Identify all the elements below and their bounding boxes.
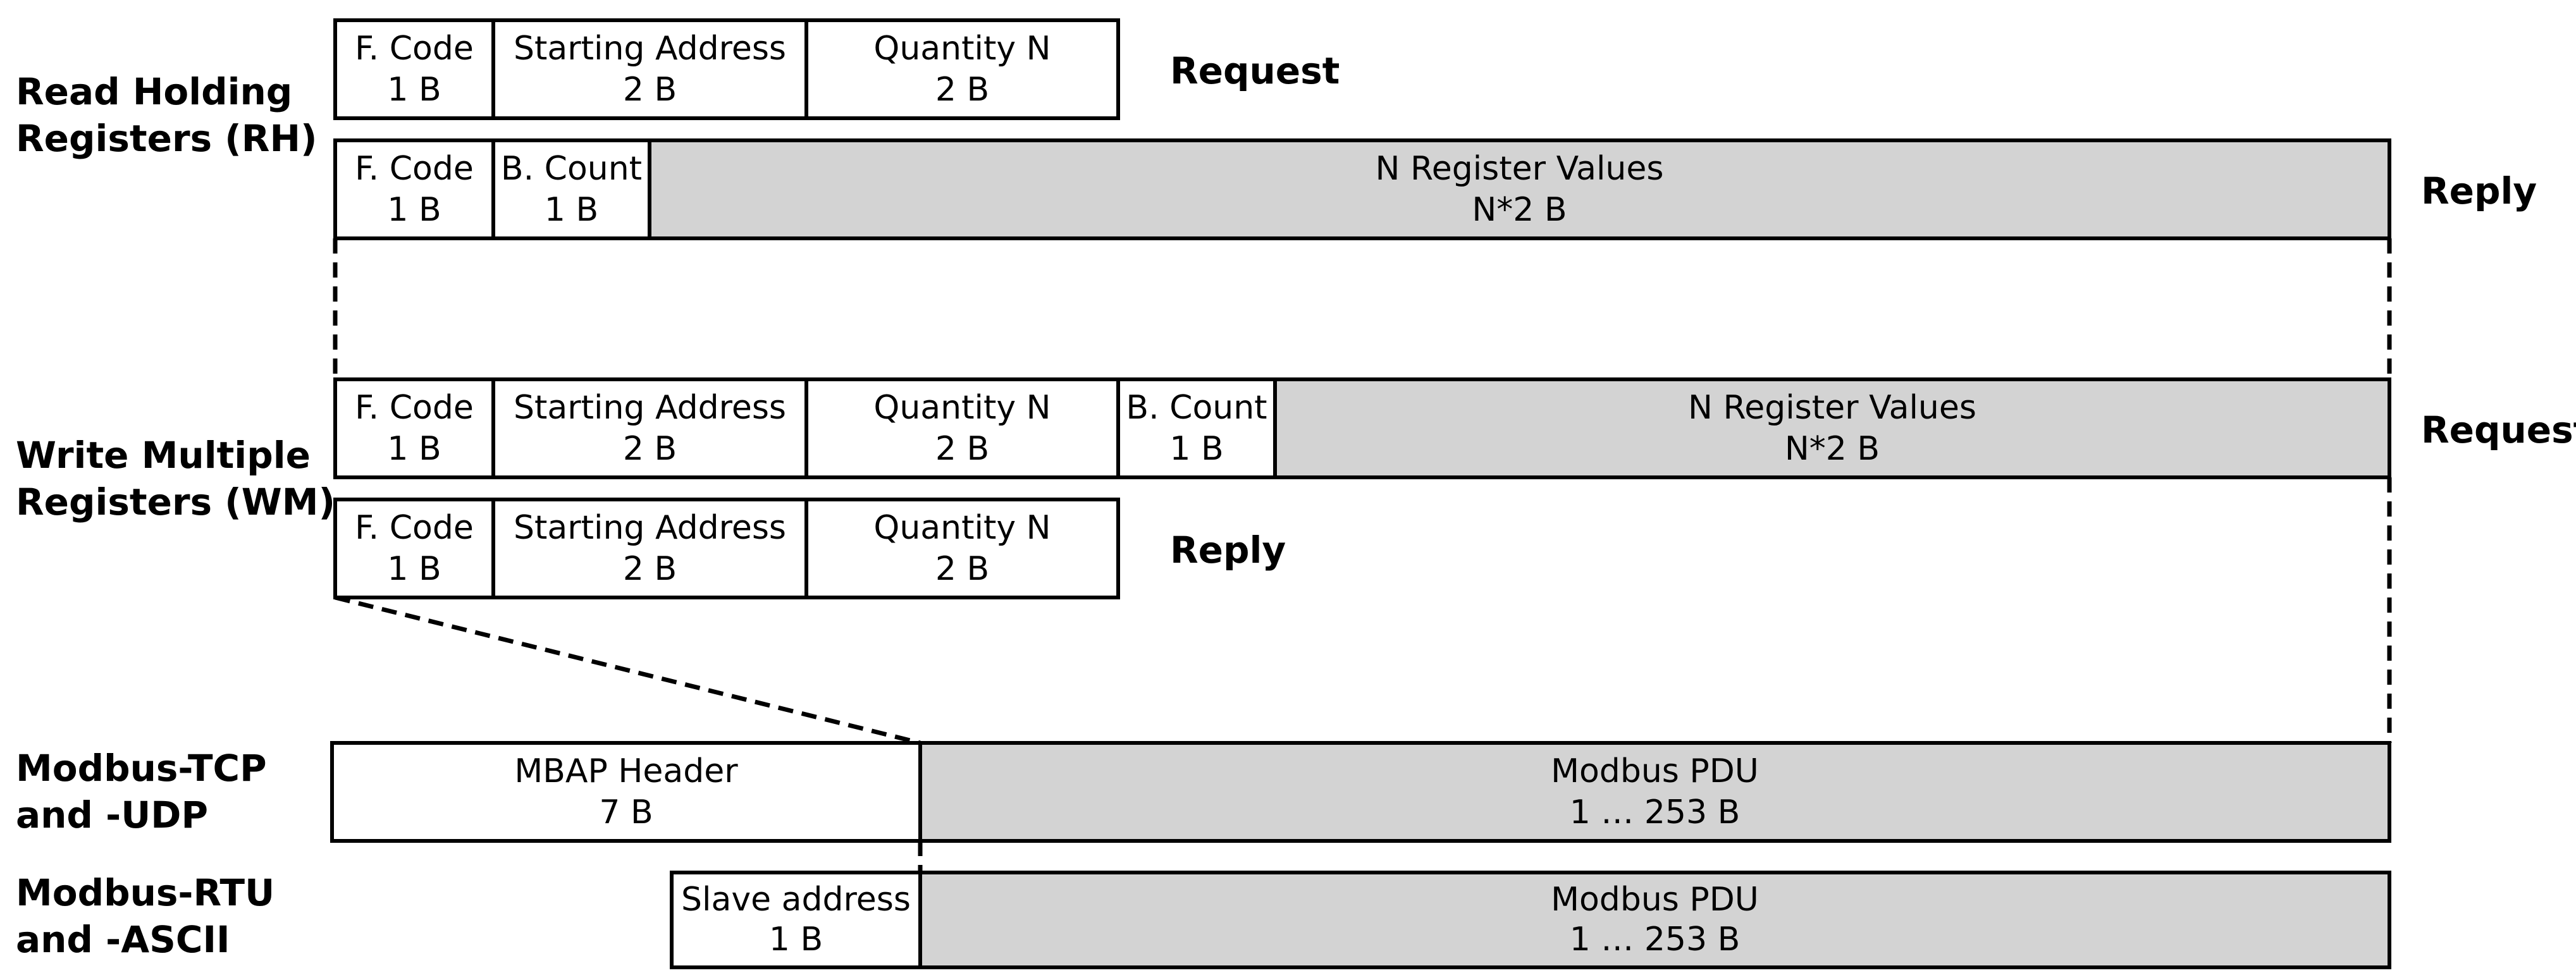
frame-cell-size: 2 B [623, 430, 677, 468]
frame-cell-box [491, 18, 808, 120]
frame-cell-size: 7 B [599, 793, 653, 831]
frame-cell-box [330, 741, 922, 843]
frame-cell-size: 2 B [623, 71, 677, 109]
frame-cell-quantity-n: Quantity N2 B [804, 498, 1120, 599]
connector-pdu-left [335, 595, 921, 745]
frame-cell-size: N*2 B [1785, 430, 1880, 468]
frame-cell-name: Quantity N [873, 30, 1051, 68]
row-label-rh: Read Holding Registers (RH) [16, 70, 317, 160]
frame-cell-size: 1 … 253 B [1570, 921, 1741, 959]
frame-cell-box [804, 498, 1120, 599]
frame-cell-size: 1 B [1169, 430, 1223, 468]
frame-cell-box [491, 377, 808, 479]
row-label-wm-line1: Write Multiple [16, 434, 311, 477]
frame-cell-box [333, 498, 495, 599]
frame-cell-box [918, 741, 2391, 843]
frame-cell-name: Starting Address [514, 30, 786, 68]
side-label-rh-request: Request [1170, 49, 1340, 92]
frame-cell-name: N Register Values [1376, 150, 1664, 188]
frame-cell-name: MBAP Header [514, 752, 738, 790]
frame-cell-size: 2 B [935, 550, 989, 588]
frame-cell-size: 1 B [387, 550, 441, 588]
frame-cell-name: F. Code [355, 30, 474, 68]
frame-cell-quantity-n: Quantity N2 B [804, 377, 1120, 479]
frame-cell-size: 1 B [769, 921, 823, 959]
frame-cell-name: Modbus PDU [1551, 752, 1759, 790]
frame-cell-box [918, 871, 2391, 969]
side-label-wm-request: Request [2421, 408, 2576, 451]
frame-cell-name: Quantity N [873, 389, 1051, 427]
row-label-rtu-line2: and -ASCII [16, 918, 230, 961]
frame-cell-name: F. Code [355, 509, 474, 547]
frame-cell-box [648, 138, 2391, 240]
frame-cell-name: B. Count [501, 150, 642, 188]
row-label-wm-line2: Registers (WM) [16, 481, 335, 524]
frame-cell-name: N Register Values [1688, 389, 1976, 427]
frame-cell-box [804, 377, 1120, 479]
side-label-wm-reply: Reply [1170, 529, 1286, 572]
frame-cell-box [1273, 377, 2391, 479]
frame-cell-box [1116, 377, 1277, 479]
frame-cell-box [333, 138, 495, 240]
frame-cell-size: 2 B [935, 71, 989, 109]
row-label-rh-line2: Registers (RH) [16, 117, 317, 160]
frame-cell-size: 1 … 253 B [1570, 793, 1741, 831]
frame-cell-box [333, 377, 495, 479]
frame-cell-box [804, 18, 1120, 120]
frame-cell-size: 1 B [387, 430, 441, 468]
row-label-tcp-line2: and -UDP [16, 793, 208, 836]
row-label-tcp-line1: Modbus-TCP [16, 747, 267, 790]
side-label-rh-reply: Reply [2421, 169, 2537, 212]
frame-cell-quantity-n: Quantity N2 B [804, 18, 1120, 120]
row-label-rh-line1: Read Holding [16, 70, 292, 113]
frame-cell-size: N*2 B [1472, 191, 1567, 229]
frame-cell-size: 2 B [623, 550, 677, 588]
row-label-tcp: Modbus-TCP and -UDP [16, 747, 280, 836]
frame-cell-box [670, 871, 922, 969]
dashed-connectors [333, 238, 2392, 873]
frame-cell-size: 2 B [935, 430, 989, 468]
frame-cell-name: Quantity N [873, 509, 1051, 547]
frame-cell-name: F. Code [355, 150, 474, 188]
frame-cell-size: 1 B [387, 191, 441, 229]
row-label-rtu: Modbus-RTU and -ASCII [16, 871, 287, 961]
frame-cell-size: 1 B [545, 191, 598, 229]
frame-cell-name: Modbus PDU [1551, 881, 1759, 919]
frame-cell-name: Slave address [681, 881, 911, 919]
row-label-rtu-line1: Modbus-RTU [16, 871, 274, 914]
frame-cell-name: F. Code [355, 389, 474, 427]
frame-cell-name: Starting Address [514, 509, 786, 547]
frame-cell-name: B. Count [1126, 389, 1267, 427]
frame-cell-size: 1 B [387, 71, 441, 109]
row-label-wm: Write Multiple Registers (WM) [16, 434, 335, 524]
frame-cell-name: Starting Address [514, 389, 786, 427]
